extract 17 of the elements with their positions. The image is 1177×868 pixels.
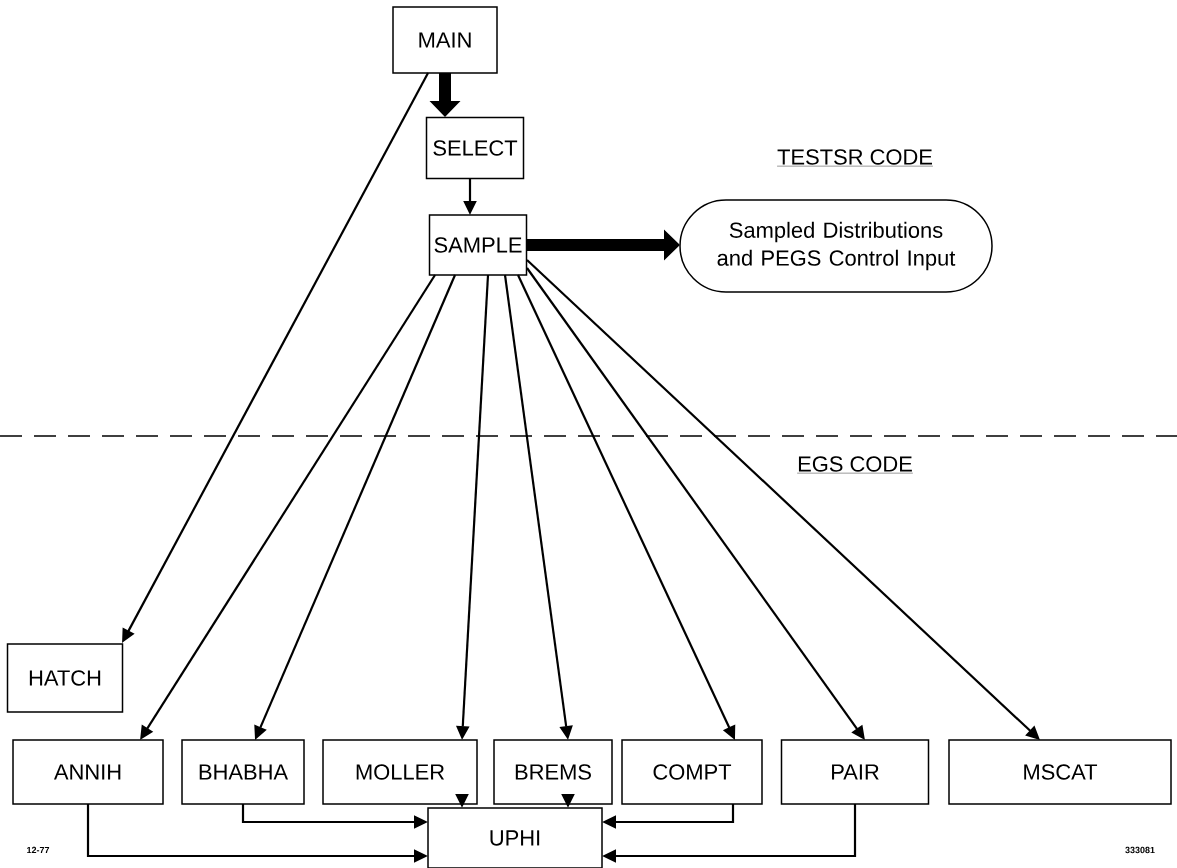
process-box: COMPT	[621, 739, 763, 805]
process-box: HATCH	[6, 643, 124, 713]
process-box: MOLLER	[322, 739, 478, 805]
process-box: MSCAT	[948, 739, 1172, 805]
section-label: EGS CODE	[796, 456, 914, 474]
process-box: MAIN	[392, 6, 498, 74]
process-box: BREMS	[493, 739, 613, 805]
arrow	[526, 259, 1040, 740]
process-box: BHABHA	[181, 739, 305, 805]
figure-code: 12-77	[27, 846, 50, 854]
process-box: UPHI	[427, 807, 603, 868]
figure-code: 333081	[1125, 846, 1155, 854]
process-box: ANNIH	[12, 739, 164, 805]
process-box: PAIR	[780, 739, 930, 805]
section-label: TESTSR CODE	[776, 149, 934, 167]
process-box: SAMPLE	[428, 214, 528, 276]
process-box: SELECT	[425, 116, 525, 180]
